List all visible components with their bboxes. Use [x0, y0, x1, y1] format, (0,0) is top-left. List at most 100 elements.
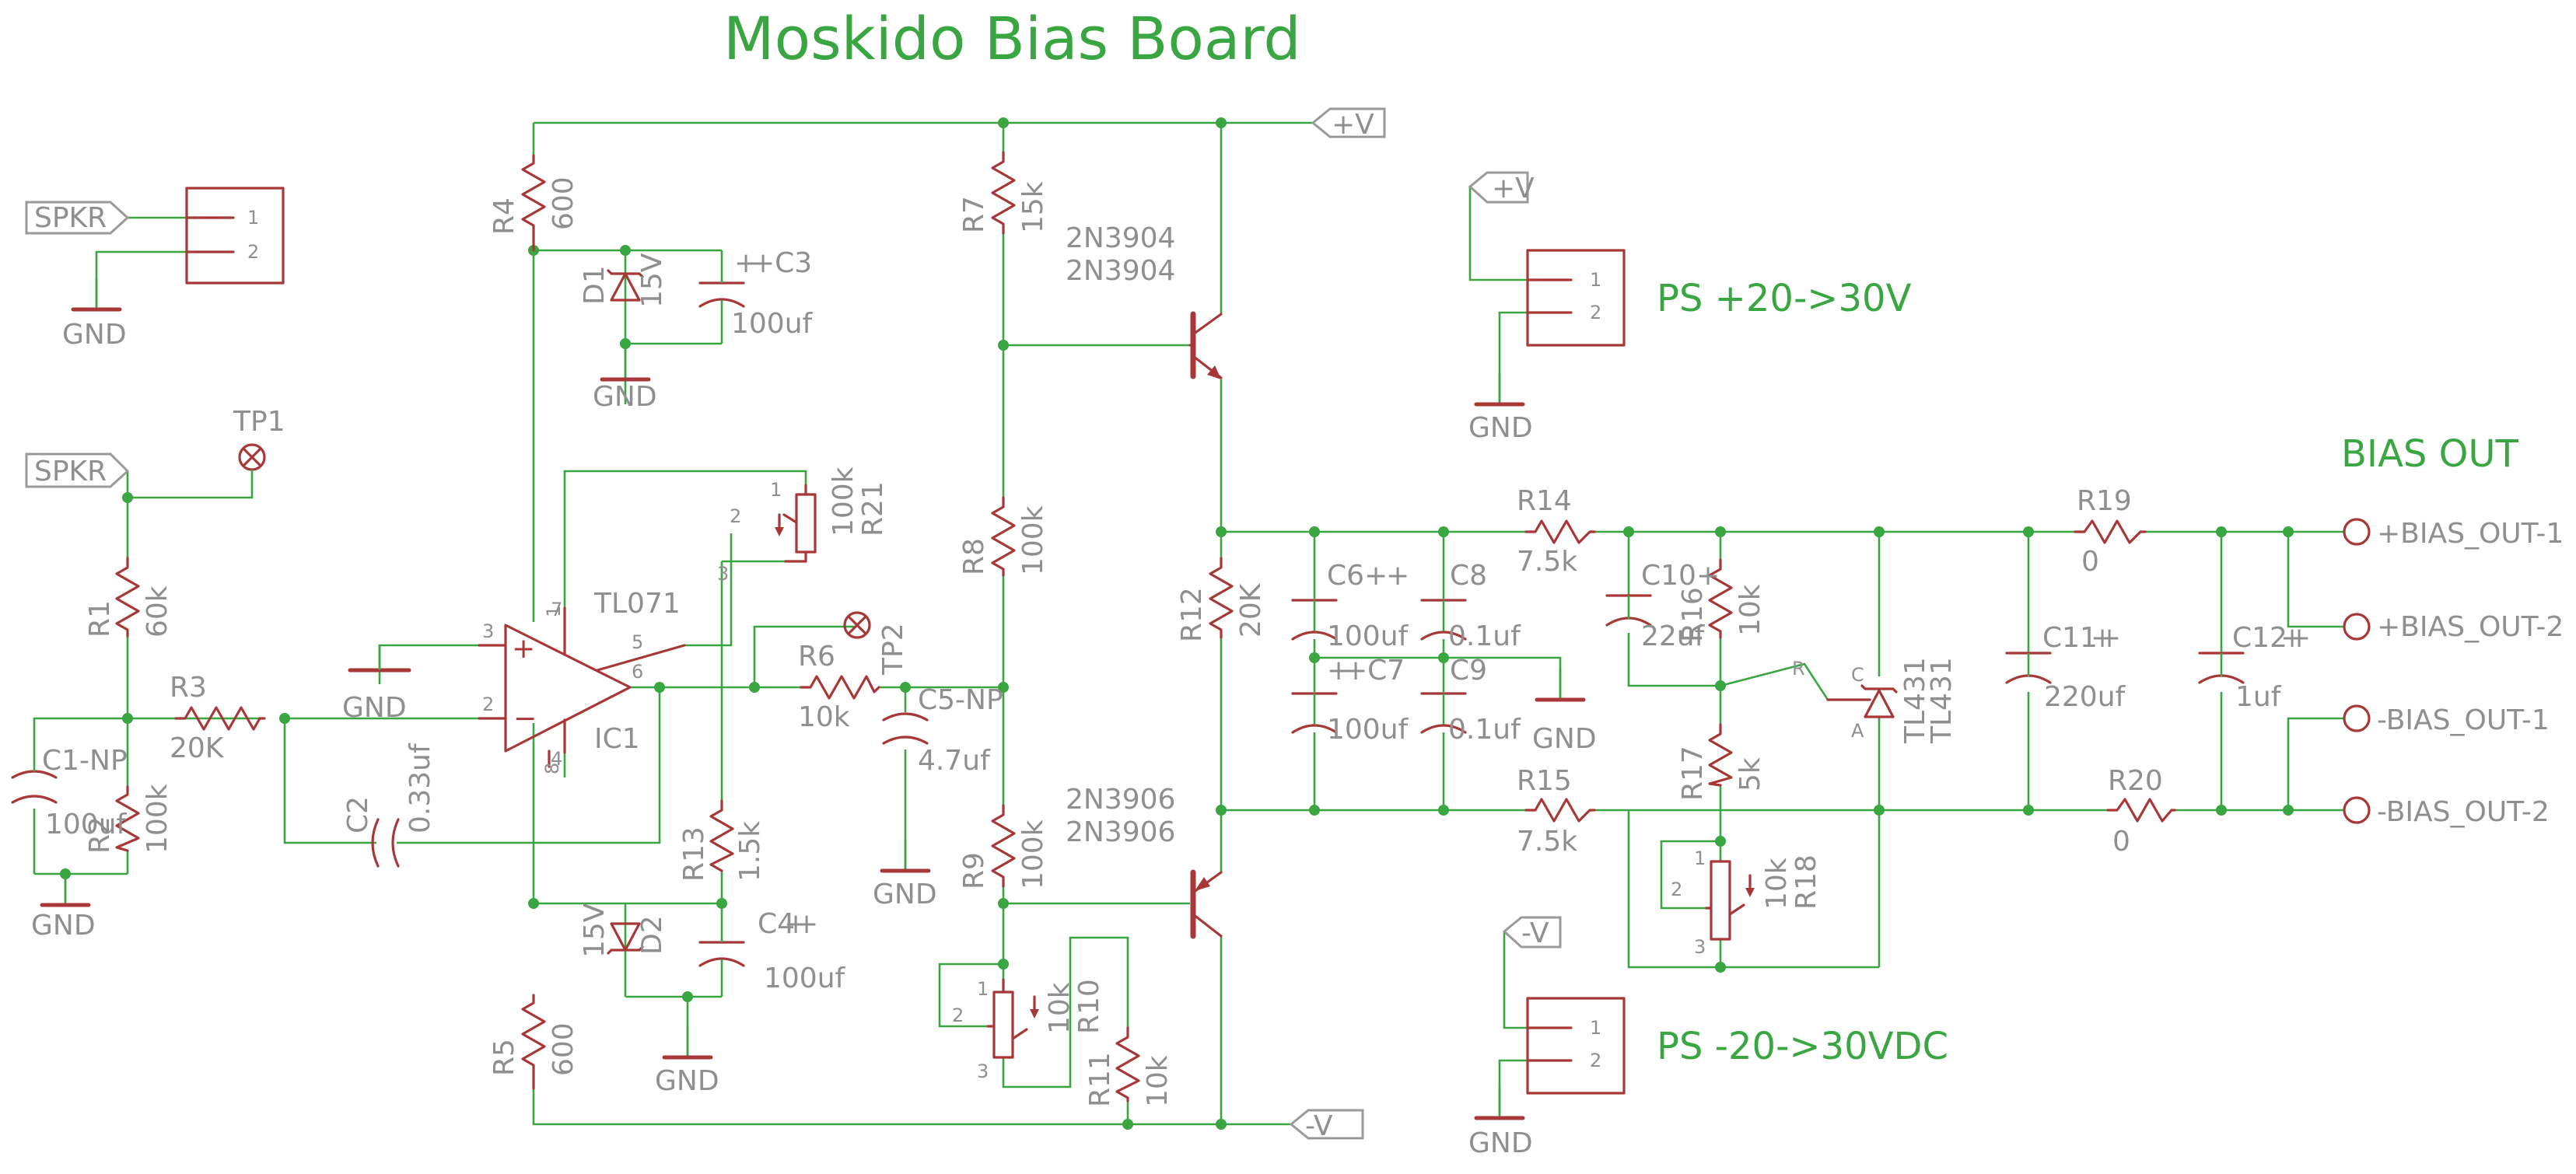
svg-text:GND: GND	[1468, 1127, 1533, 1159]
gnd-d2: GND	[655, 1026, 719, 1097]
svg-text:3: 3	[1694, 936, 1706, 958]
gnd-ps-pos: GND	[1468, 373, 1533, 444]
svg-text:C8: C8	[1450, 560, 1487, 592]
svg-text:7.5k: 7.5k	[1517, 826, 1577, 858]
svg-text:+V: +V	[1332, 109, 1374, 141]
capacitor-c8: C8 0.1uf	[1420, 560, 1521, 652]
svg-text:-V: -V	[1521, 917, 1549, 949]
resistor-r6: R6 10k	[798, 641, 880, 733]
ps-neg-connector: 1 2 PS -20->30VDC	[1526, 997, 1948, 1095]
svg-text:0.33uf: 0.33uf	[404, 742, 436, 833]
svg-text:1: 1	[543, 606, 565, 617]
svg-text:100k: 100k	[1017, 819, 1049, 889]
resistor-r3: R3 20K	[170, 672, 266, 764]
resistor-r14: R14 7.5k	[1517, 485, 1596, 578]
svg-text:1: 1	[1590, 269, 1601, 291]
svg-text:100uf: 100uf	[764, 963, 846, 994]
svg-text:15k: 15k	[1017, 181, 1049, 233]
svg-text:4.7uf: 4.7uf	[918, 745, 991, 777]
svg-text:10k: 10k	[798, 701, 850, 733]
svg-text:+: +	[784, 908, 807, 940]
resistor-r17: R17 5k	[1677, 723, 1766, 801]
resistor-r16: R16 10k	[1677, 558, 1766, 642]
capacitor-c7: + +C7 100uf	[1291, 655, 1409, 746]
svg-text:3: 3	[717, 563, 729, 585]
gnd-c5: GND	[873, 840, 937, 910]
resistor-r12: R12 20K	[1176, 557, 1267, 642]
svg-text:C12+: C12+	[2232, 622, 2311, 654]
svg-text:5: 5	[632, 631, 643, 653]
svg-text:R: R	[1792, 658, 1805, 680]
svg-text:1: 1	[770, 479, 782, 501]
gnd-d1: GND	[593, 348, 657, 413]
capacitor-c3: + +C3 100uf	[698, 247, 814, 340]
svg-text:+: +	[1327, 655, 1350, 687]
output-terminal-neg-2: -BIAS_OUT-2	[2343, 796, 2550, 828]
svg-text:C4+: C4+	[758, 908, 818, 940]
svg-text:100k: 100k	[1017, 505, 1049, 575]
svg-text:6: 6	[632, 661, 643, 683]
capacitor-c9: C9 0.1uf	[1420, 655, 1521, 746]
svg-text:2N3906: 2N3906	[1066, 784, 1175, 816]
junction-dots	[60, 117, 2294, 1130]
svg-text:R16: R16	[1677, 587, 1709, 642]
svg-text:GND: GND	[655, 1065, 719, 1097]
svg-text:R19: R19	[2077, 485, 2132, 517]
tp1-testpoint: TP1	[233, 406, 285, 482]
svg-text:+: +	[512, 633, 535, 665]
svg-text:2: 2	[482, 694, 494, 715]
resistor-r15: R15 7.5k	[1517, 765, 1596, 858]
resistor-r9: R9 100k	[958, 804, 1049, 889]
svg-text:C: C	[1851, 664, 1864, 686]
svg-text:100uf: 100uf	[1327, 620, 1409, 652]
svg-text:TL431: TL431	[1899, 657, 1931, 744]
pot-r10: 1 2 3 R10 10k	[952, 978, 1105, 1082]
svg-text:100uf: 100uf	[731, 308, 814, 340]
svg-text:20K: 20K	[1235, 582, 1267, 638]
output-terminal-pos-2: +BIAS_OUT-2	[2343, 611, 2564, 643]
svg-text:C6+: C6+	[1327, 560, 1388, 592]
svg-text:2N3904: 2N3904	[1066, 222, 1175, 254]
transistor-q1-npn: 2N3904 2N3904	[1066, 222, 1223, 379]
svg-text:TL431: TL431	[1926, 657, 1958, 744]
rail-neg-flag: -V	[1289, 1109, 1364, 1142]
svg-text:−: −	[513, 703, 537, 735]
resistor-r4: R4 600	[488, 154, 579, 252]
svg-text:R8: R8	[958, 538, 990, 575]
svg-text:C5-NP: C5-NP	[918, 684, 1003, 716]
svg-text:TL071: TL071	[593, 588, 681, 620]
svg-text:0: 0	[2112, 826, 2130, 858]
resistor-r7: R7 15k	[958, 151, 1049, 235]
spkr-connector: 1 2	[185, 187, 285, 285]
svg-text:D1: D1	[579, 265, 611, 305]
resistor-r5: R5 600	[488, 994, 579, 1090]
tl431-regulator: R A C TL431 TL431	[1792, 657, 1958, 744]
svg-text:R11: R11	[1084, 1052, 1116, 1107]
svg-text:60k: 60k	[142, 585, 173, 638]
resistor-r13: R13 1.5k	[678, 799, 766, 882]
schematic-title: Moskido Bias Board	[723, 4, 1301, 73]
svg-text:PS +20->30V: PS +20->30V	[1657, 277, 1912, 320]
svg-text:100uf: 100uf	[1327, 714, 1409, 746]
svg-text:GND: GND	[1468, 412, 1533, 444]
svg-text:D2: D2	[636, 915, 668, 955]
ps-pos-flag: +V	[1468, 171, 1535, 204]
svg-text:0.1uf: 0.1uf	[1448, 620, 1521, 652]
svg-text:1.5k: 1.5k	[734, 821, 766, 882]
svg-text:20K: 20K	[170, 732, 225, 764]
svg-text:10k: 10k	[1142, 1055, 1174, 1107]
svg-text:1uf: 1uf	[2235, 681, 2282, 713]
svg-text:220uf: 220uf	[2044, 681, 2126, 713]
capacitor-c1: C1-NP 100uf	[11, 745, 128, 840]
svg-text:+: +	[734, 247, 758, 279]
svg-text:R15: R15	[1517, 765, 1572, 797]
svg-text:100k: 100k	[142, 784, 173, 854]
svg-text:100uf: 100uf	[45, 809, 128, 840]
resistor-r20: R20 0	[2106, 765, 2176, 858]
svg-text:C9: C9	[1450, 655, 1487, 687]
svg-text:+BIAS_OUT-2: +BIAS_OUT-2	[2377, 611, 2564, 643]
svg-text:2N3906: 2N3906	[1066, 816, 1175, 848]
svg-text:3: 3	[482, 620, 494, 642]
svg-text:15V: 15V	[579, 903, 611, 958]
svg-text:2: 2	[730, 505, 741, 527]
